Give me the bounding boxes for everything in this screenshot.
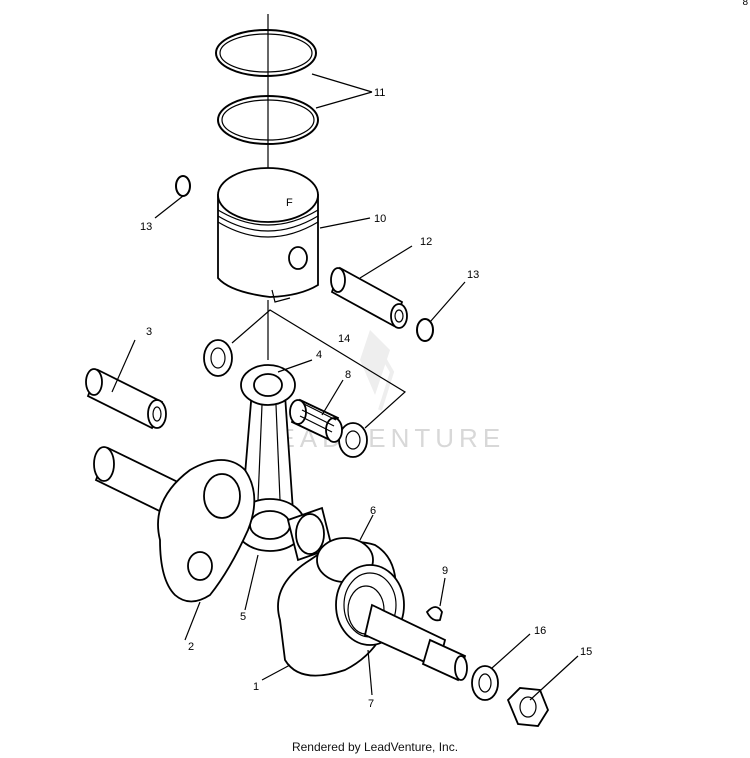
lock-washer [471,665,499,701]
needle-bearing [289,398,343,443]
callout-3: 3 [146,326,152,338]
callout-2: 2 [188,641,194,653]
callout-9: 9 [442,565,448,577]
crank-half-left [93,446,256,603]
callout-8: 8 [345,369,351,381]
hex-nut [506,687,550,727]
callout-11: 11 [374,87,385,99]
callout-13-left: 13 [140,221,152,233]
callout-14: 14 [338,333,350,345]
thrust-washer-left [203,339,233,377]
callout-1: 1 [253,681,259,693]
footer-credit: Rendered by LeadVenture, Inc. [291,740,459,754]
callout-5: 5 [240,611,246,623]
piston-ring-upper [215,29,317,77]
circlip-left [175,175,191,197]
piston-pin [330,266,408,329]
watermark-logo [360,330,395,411]
crank-half-right [277,537,468,682]
callout-12: 12 [420,236,432,248]
woodruff-key [425,606,443,622]
watermark-text: LEADVENTURE [258,423,505,453]
thrust-washer-right [338,422,368,458]
callout-6: 6 [370,505,376,517]
callout-4: 4 [316,349,322,361]
leader-lines [111,73,579,701]
callout-10: 10 [374,213,386,225]
corner-mark: 8 [742,0,748,8]
bushing [85,368,167,430]
callout-7: 7 [368,698,374,710]
circlip-right [416,318,434,342]
piston-ring-lower [217,95,319,145]
callout-16: 16 [534,625,546,637]
callout-13-right: 13 [467,269,479,281]
callout-15: 15 [580,646,592,658]
piston: F [217,167,319,303]
svg-text:F: F [286,197,293,209]
